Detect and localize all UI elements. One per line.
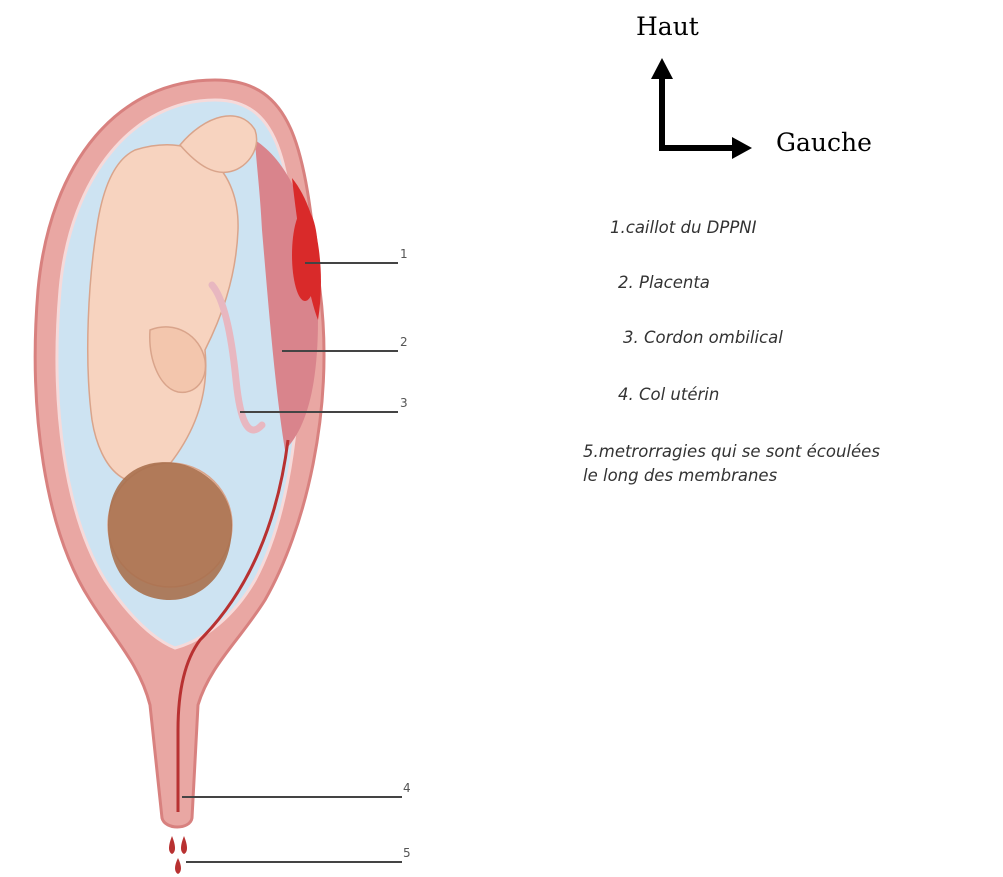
legend-item-cervix: 4. Col utérin [618, 383, 719, 407]
leader-number-4: 4 [403, 781, 411, 795]
orientation-up-label: Haut [636, 12, 699, 41]
legend-item-umbilical-cord: 3. Cordon ombilical [623, 326, 783, 350]
blood-drop [169, 836, 175, 854]
up-arrow-head [651, 58, 673, 79]
uterus-diagram: 1 2 3 4 5 [0, 0, 560, 877]
orientation-arrows [640, 55, 760, 160]
legend-item-clot: 1.caillot du DPPNI [610, 216, 756, 240]
leader-number-5: 5 [403, 846, 411, 860]
blood-drop [181, 836, 187, 854]
right-arrow-head [732, 137, 752, 159]
legend-item-metrorrhagia: 5.metrorragies qui se sont écoulées le l… [583, 440, 993, 488]
leader-number-2: 2 [400, 335, 408, 349]
leader-number-1: 1 [400, 247, 408, 261]
leader-number-3: 3 [400, 396, 408, 410]
blood-drop [175, 858, 181, 874]
fetus-hair [108, 462, 232, 600]
clot-core [292, 209, 318, 301]
legend-item-placenta: 2. Placenta [618, 271, 710, 295]
orientation-left-label: Gauche [776, 128, 872, 157]
